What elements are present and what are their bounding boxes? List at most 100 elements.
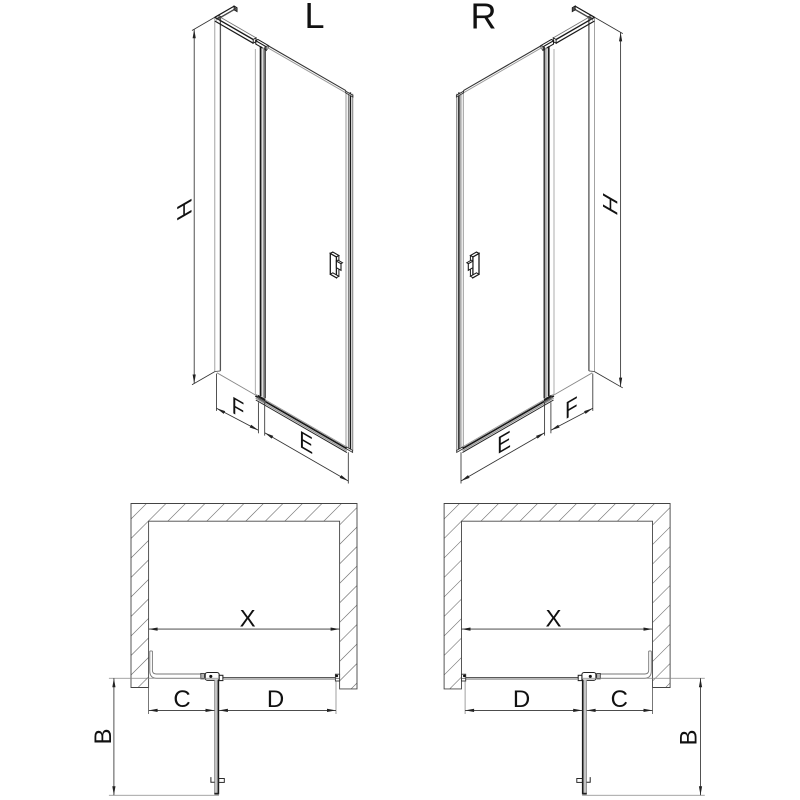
drawing-segment [461, 475, 470, 481]
drawing-segment [266, 46, 349, 95]
drawing-segment [334, 673, 341, 682]
drawing-segment [594, 16, 624, 35]
drawing-segment [543, 396, 552, 404]
drawing-segment [443, 503, 671, 690]
drawing-segment [577, 674, 583, 682]
drawing-segment [573, 708, 583, 712]
drawing-segment [112, 678, 116, 688]
drawing-segment [218, 708, 228, 712]
drawing-segment [216, 372, 256, 396]
drawing-segment [112, 786, 116, 796]
drawing-segment [619, 377, 623, 387]
drawing-segment [586, 777, 591, 783]
drawing-segment [553, 15, 592, 39]
drawing-segment [214, 16, 254, 41]
drawing-segment [148, 708, 158, 712]
drawing-segment [550, 424, 560, 431]
drawing-segment [536, 432, 545, 439]
drawing-segment [131, 503, 229, 689]
perspective-view-left [191, 5, 354, 484]
dim-label-swing-left: B [90, 728, 117, 744]
drawing-segment [345, 90, 354, 98]
drawing-segment [582, 679, 587, 795]
catch-point [463, 674, 466, 678]
drawing-segment [215, 9, 235, 21]
drawing-segment [555, 20, 595, 44]
drawing-segment [192, 29, 196, 39]
drawing-segment [218, 674, 224, 682]
drawing-segment [214, 20, 254, 44]
drawing-segment [255, 393, 347, 447]
drawing-segment [234, 7, 237, 11]
drawing-segment [643, 708, 653, 712]
drawing-segment [465, 259, 474, 265]
drawing-segment [257, 394, 266, 402]
drawing-segment [214, 5, 235, 18]
drawing-segment [698, 786, 703, 796]
drawing-segment [339, 475, 349, 481]
drawing-segment [574, 9, 594, 21]
drawing-segment [461, 627, 471, 631]
drawing-segment [257, 396, 266, 404]
dim-label-door-left: E [299, 425, 313, 460]
drawing-segment [588, 370, 595, 373]
drawing-segment [584, 408, 593, 414]
drawing-segment [264, 432, 349, 482]
drawing-segment [574, 5, 595, 18]
drawing-segment [151, 651, 201, 675]
drawing-segment [643, 627, 653, 631]
drawing-segment [255, 399, 348, 454]
drawing-segment [266, 44, 347, 92]
drawing-segment [130, 503, 358, 690]
drawing-segment [462, 399, 554, 454]
drawing-segment [131, 503, 190, 689]
drawing-segment [619, 32, 623, 42]
drawing-segment [553, 372, 593, 396]
drawing-segment [205, 708, 215, 712]
pivot-point [209, 674, 213, 678]
drawing-segment [335, 259, 344, 265]
catch-point [335, 674, 339, 678]
drawing-segment [460, 46, 543, 95]
drawing-segment [444, 503, 562, 689]
drawing-segment [214, 679, 219, 795]
drawing-segment [576, 778, 583, 783]
dim-label-fixed-plan-right: C [611, 686, 628, 713]
dim-label-fixed-right: F [565, 391, 578, 425]
drawing-segment [573, 7, 575, 11]
drawing-segment [200, 673, 205, 680]
drawing-segment [698, 678, 703, 688]
drawing-segment [264, 432, 274, 439]
drawing-segment [596, 673, 601, 680]
drawing-segment [461, 673, 467, 682]
dim-label-swing-right: B [675, 729, 702, 745]
drawing-segment [600, 651, 650, 675]
drawing-segment [330, 627, 340, 631]
drawing-segment [131, 503, 249, 689]
drawing-segment [444, 503, 523, 689]
drawing-segment [210, 777, 215, 783]
drawing-segment [594, 371, 624, 389]
drawing-segment [465, 708, 475, 712]
drawing-segment [462, 397, 555, 452]
pivot-point [588, 674, 592, 678]
drawing-segment [329, 272, 340, 279]
drawing-segment [582, 792, 587, 795]
drawing-segment [444, 503, 542, 689]
drawing-segment [216, 408, 226, 414]
drawing-segment [217, 15, 257, 39]
drawing-segment [462, 393, 555, 447]
drawing-segment [444, 503, 503, 689]
drawing-segment [544, 394, 552, 402]
drawing-segment [255, 397, 348, 452]
drawing-segment [131, 503, 210, 689]
drawing-segment [444, 503, 484, 689]
drawing-segment [191, 371, 216, 386]
drawing-segment [148, 627, 158, 631]
drawing-segment [462, 395, 555, 450]
drawing-segment [218, 778, 225, 783]
dim-label-door-plan-left: D [267, 686, 284, 713]
dim-label-fixed-plan-left: C [173, 686, 190, 713]
